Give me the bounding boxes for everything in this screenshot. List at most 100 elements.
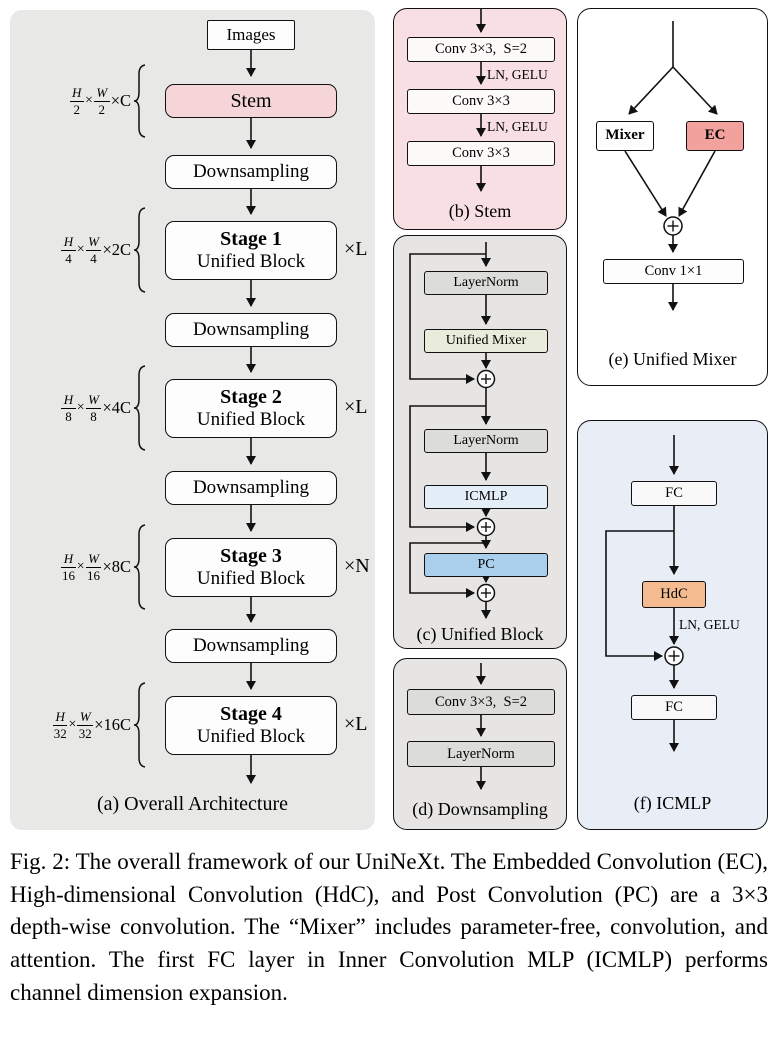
conv-3x3-s2-box: Conv 3×3, S=2 bbox=[407, 689, 555, 715]
conv-1x1-label: Conv 1×1 bbox=[644, 263, 703, 280]
stage-subtitle: Unified Block bbox=[196, 409, 306, 431]
downsampling-box-3: Downsampling bbox=[165, 471, 337, 505]
dim-tail: ×8C bbox=[102, 557, 131, 576]
panel-unified-block: LayerNorm Unified Mixer LayerNorm ICMLP … bbox=[393, 235, 567, 649]
conv-3x3-box-1: Conv 3×3 bbox=[407, 89, 555, 114]
layernorm-label: LayerNorm bbox=[453, 274, 519, 290]
unified-mixer-label: Unified Mixer bbox=[445, 332, 527, 348]
fc-box-1: FC bbox=[631, 481, 717, 506]
add-icon bbox=[476, 369, 496, 389]
stage-title: Stage 2 bbox=[220, 386, 282, 409]
stage-3-box: Stage 3 Unified Block bbox=[165, 538, 337, 597]
images-label: Images bbox=[226, 25, 276, 45]
pc-box: PC bbox=[424, 553, 548, 577]
stage-subtitle: Unified Block bbox=[196, 568, 306, 590]
stage-4-multiplier: ×L bbox=[344, 713, 368, 735]
stage-3-multiplier: ×N bbox=[344, 555, 370, 577]
stage-subtitle: Unified Block bbox=[196, 726, 306, 748]
hdc-box: HdC bbox=[642, 581, 706, 608]
conv-3x3-s2-label: Conv 3×3, S=2 bbox=[434, 41, 528, 58]
times-sign: × bbox=[68, 717, 77, 732]
times-sign: × bbox=[84, 93, 93, 108]
stage-2-box: Stage 2 Unified Block bbox=[165, 379, 337, 438]
panel-downsampling: Conv 3×3, S=2 LayerNorm (d) Downsampling bbox=[393, 658, 567, 830]
add-icon bbox=[664, 646, 684, 666]
stage-subtitle: Unified Block bbox=[196, 251, 306, 273]
downsampling-box-4: Downsampling bbox=[165, 629, 337, 663]
icmlp-box: ICMLP bbox=[424, 485, 548, 509]
stem-box: Stem bbox=[165, 84, 337, 118]
stage-1-multiplier: ×L bbox=[344, 238, 368, 260]
add-icon bbox=[476, 517, 496, 537]
conv-3x3-s2-box: Conv 3×3, S=2 bbox=[407, 37, 555, 62]
fc-label: FC bbox=[665, 699, 683, 716]
panel-stem: Conv 3×3, S=2 LN, GELU Conv 3×3 LN, GELU… bbox=[393, 8, 567, 230]
layernorm-box-1: LayerNorm bbox=[424, 271, 548, 295]
times-sign: × bbox=[76, 242, 85, 257]
stem-label: Stem bbox=[230, 89, 272, 112]
times-sign: × bbox=[76, 400, 85, 415]
fc-label: FC bbox=[665, 485, 683, 502]
fc-box-2: FC bbox=[631, 695, 717, 720]
layernorm-box: LayerNorm bbox=[407, 741, 555, 767]
downsampling-label: Downsampling bbox=[192, 319, 310, 341]
ec-label: EC bbox=[704, 127, 726, 144]
add-icon bbox=[663, 216, 683, 236]
stage-title: Stage 3 bbox=[220, 545, 282, 568]
hdc-label: HdC bbox=[660, 586, 688, 603]
times-sign: × bbox=[76, 559, 85, 574]
unified-mixer-box: Unified Mixer bbox=[424, 329, 548, 353]
mixer-label: Mixer bbox=[605, 127, 645, 144]
dim-tail: ×4C bbox=[102, 398, 131, 417]
conv-3x3-box-2: Conv 3×3 bbox=[407, 141, 555, 166]
stage-title: Stage 1 bbox=[220, 228, 282, 251]
dim-tail: ×C bbox=[110, 91, 131, 110]
panel-b-caption: (b) Stem bbox=[448, 201, 512, 221]
layernorm-label: LayerNorm bbox=[453, 432, 519, 448]
panel-overall-architecture: Images Stem Downsampling Stage 1 Unified… bbox=[10, 10, 375, 830]
mixer-box: Mixer bbox=[596, 121, 654, 151]
stage-title: Stage 4 bbox=[220, 703, 282, 726]
stage-1-box: Stage 1 Unified Block bbox=[165, 221, 337, 280]
downsampling-label: Downsampling bbox=[192, 477, 310, 499]
panel-c-caption: (c) Unified Block bbox=[416, 624, 544, 644]
downsampling-box-2: Downsampling bbox=[165, 313, 337, 347]
stage-4-box: Stage 4 Unified Block bbox=[165, 696, 337, 755]
downsampling-box-1: Downsampling bbox=[165, 155, 337, 189]
ec-box: EC bbox=[686, 121, 744, 151]
figure-caption: Fig. 2: The overall framework of our Uni… bbox=[10, 849, 768, 1005]
conv-3x3-s2-label: Conv 3×3, S=2 bbox=[434, 693, 528, 710]
panel-unified-mixer: Mixer EC Conv 1×1 (e) Unified Mixer bbox=[577, 8, 768, 386]
ln-gelu-label: LN, GELU bbox=[679, 617, 740, 632]
stage-2-multiplier: ×L bbox=[344, 396, 368, 418]
downsampling-label: Downsampling bbox=[192, 161, 310, 183]
dim-tail: ×16C bbox=[94, 715, 131, 734]
images-box: Images bbox=[207, 20, 295, 50]
conv-3x3-label: Conv 3×3 bbox=[452, 93, 510, 110]
panel-e-caption: (e) Unified Mixer bbox=[608, 349, 737, 369]
dimension-braces bbox=[133, 64, 146, 768]
downsampling-label: Downsampling bbox=[192, 635, 310, 657]
ln-gelu-label: LN, GELU bbox=[487, 67, 548, 82]
conv-1x1-box: Conv 1×1 bbox=[603, 259, 744, 284]
layernorm-label: LayerNorm bbox=[447, 745, 515, 762]
layernorm-box-2: LayerNorm bbox=[424, 429, 548, 453]
dim-tail: ×2C bbox=[102, 240, 131, 259]
panel-f-caption: (f) ICMLP bbox=[633, 793, 712, 813]
panel-icmlp: FC HdC LN, GELU FC (f) ICMLP bbox=[577, 420, 768, 830]
pc-label: PC bbox=[477, 556, 495, 572]
